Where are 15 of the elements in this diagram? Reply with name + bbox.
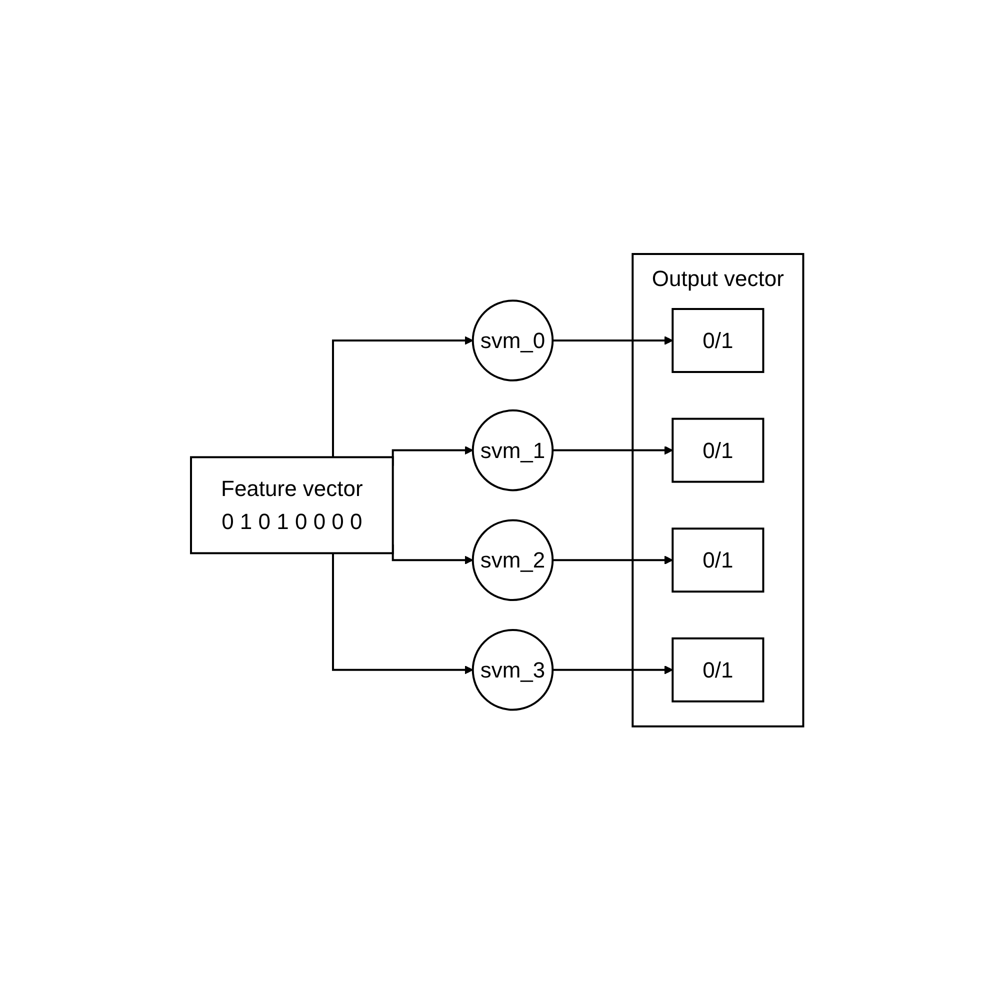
node-box: 0/1 <box>672 308 765 374</box>
node-circle: svm_2 <box>472 520 554 602</box>
arrow <box>552 446 674 455</box>
node-circle: svm_3 <box>472 629 554 712</box>
arrow <box>552 336 674 346</box>
node-circle: svm_0 <box>472 300 554 382</box>
arrow <box>552 666 674 675</box>
arrow <box>332 336 474 458</box>
node-box: 0/1 <box>672 638 765 703</box>
arrow <box>332 554 474 675</box>
node-box: 0/1 <box>672 418 765 484</box>
node-circle: svm_1 <box>472 410 554 492</box>
node-box: Feature vector 0 1 0 1 0 0 0 0 <box>190 456 394 554</box>
node-box: 0/1 <box>672 528 765 593</box>
arrow <box>552 556 674 565</box>
